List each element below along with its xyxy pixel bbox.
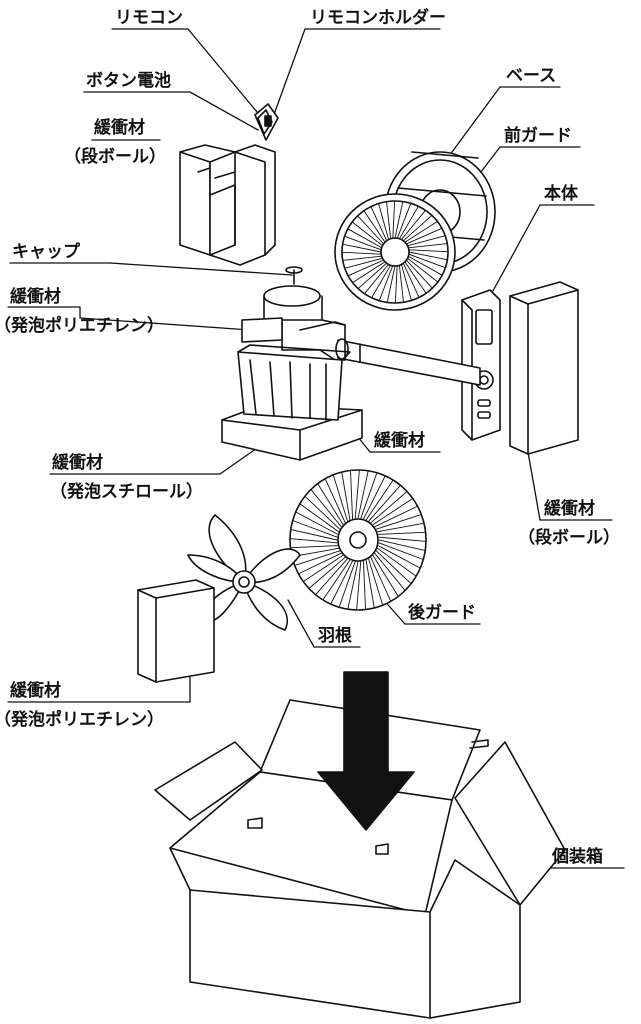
motor-head-drawing <box>241 266 346 361</box>
label-cushion-pe-bottom: 緩衝材 <box>10 681 61 701</box>
label-front-guard: 前ガード <box>504 126 572 146</box>
front-guard-drawing <box>334 193 456 311</box>
fan-pole-drawing <box>335 338 481 386</box>
label-base: ベース <box>506 66 557 86</box>
label-button-battery: ボタン電池 <box>86 71 171 91</box>
label-cushion-styro-sub: （発泡スチロール） <box>50 482 203 502</box>
label-cushion-pe-top-sub: （発泡ポリエチレン） <box>0 316 164 336</box>
down-arrow <box>317 671 415 831</box>
label-cushion-cardboard-top-sub: （段ボール） <box>64 147 166 167</box>
rear-guard-drawing <box>289 469 427 611</box>
cardboard-cushion-right-drawing <box>509 281 579 455</box>
styrofoam-block-drawing <box>221 344 363 461</box>
label-remocon-holder: リモコンホルダー <box>310 8 446 28</box>
label-individual-box: 個装箱 <box>552 847 603 867</box>
label-remocon: リモコン <box>115 8 183 28</box>
blade-drawing <box>187 514 301 631</box>
leader-lines <box>7 28 625 869</box>
label-cushion-cardboard-right: 緩衝材 <box>544 499 595 519</box>
label-cushion-styro: 緩衝材 <box>52 453 103 473</box>
label-cushion-cardboard-top: 緩衝材 <box>94 118 145 138</box>
remocon-drawing <box>254 103 279 141</box>
label-cushion-mid: 緩衝材 <box>374 431 425 451</box>
label-main-body: 本体 <box>544 184 578 204</box>
label-cushion-pe-top: 緩衝材 <box>10 287 61 307</box>
cardboard-cushion-top-drawing <box>179 144 276 266</box>
label-rear-guard: 後ガード <box>408 603 476 623</box>
main-body-drawing <box>461 289 501 441</box>
pe-cushion-bottom-drawing <box>137 579 215 683</box>
label-blade: 羽根 <box>318 626 352 646</box>
label-cushion-pe-bottom-sub: （発泡ポリエチレン） <box>0 710 164 730</box>
label-cushion-cardboard-right-sub: （段ボール） <box>518 528 620 548</box>
label-cap: キャップ <box>12 242 80 262</box>
